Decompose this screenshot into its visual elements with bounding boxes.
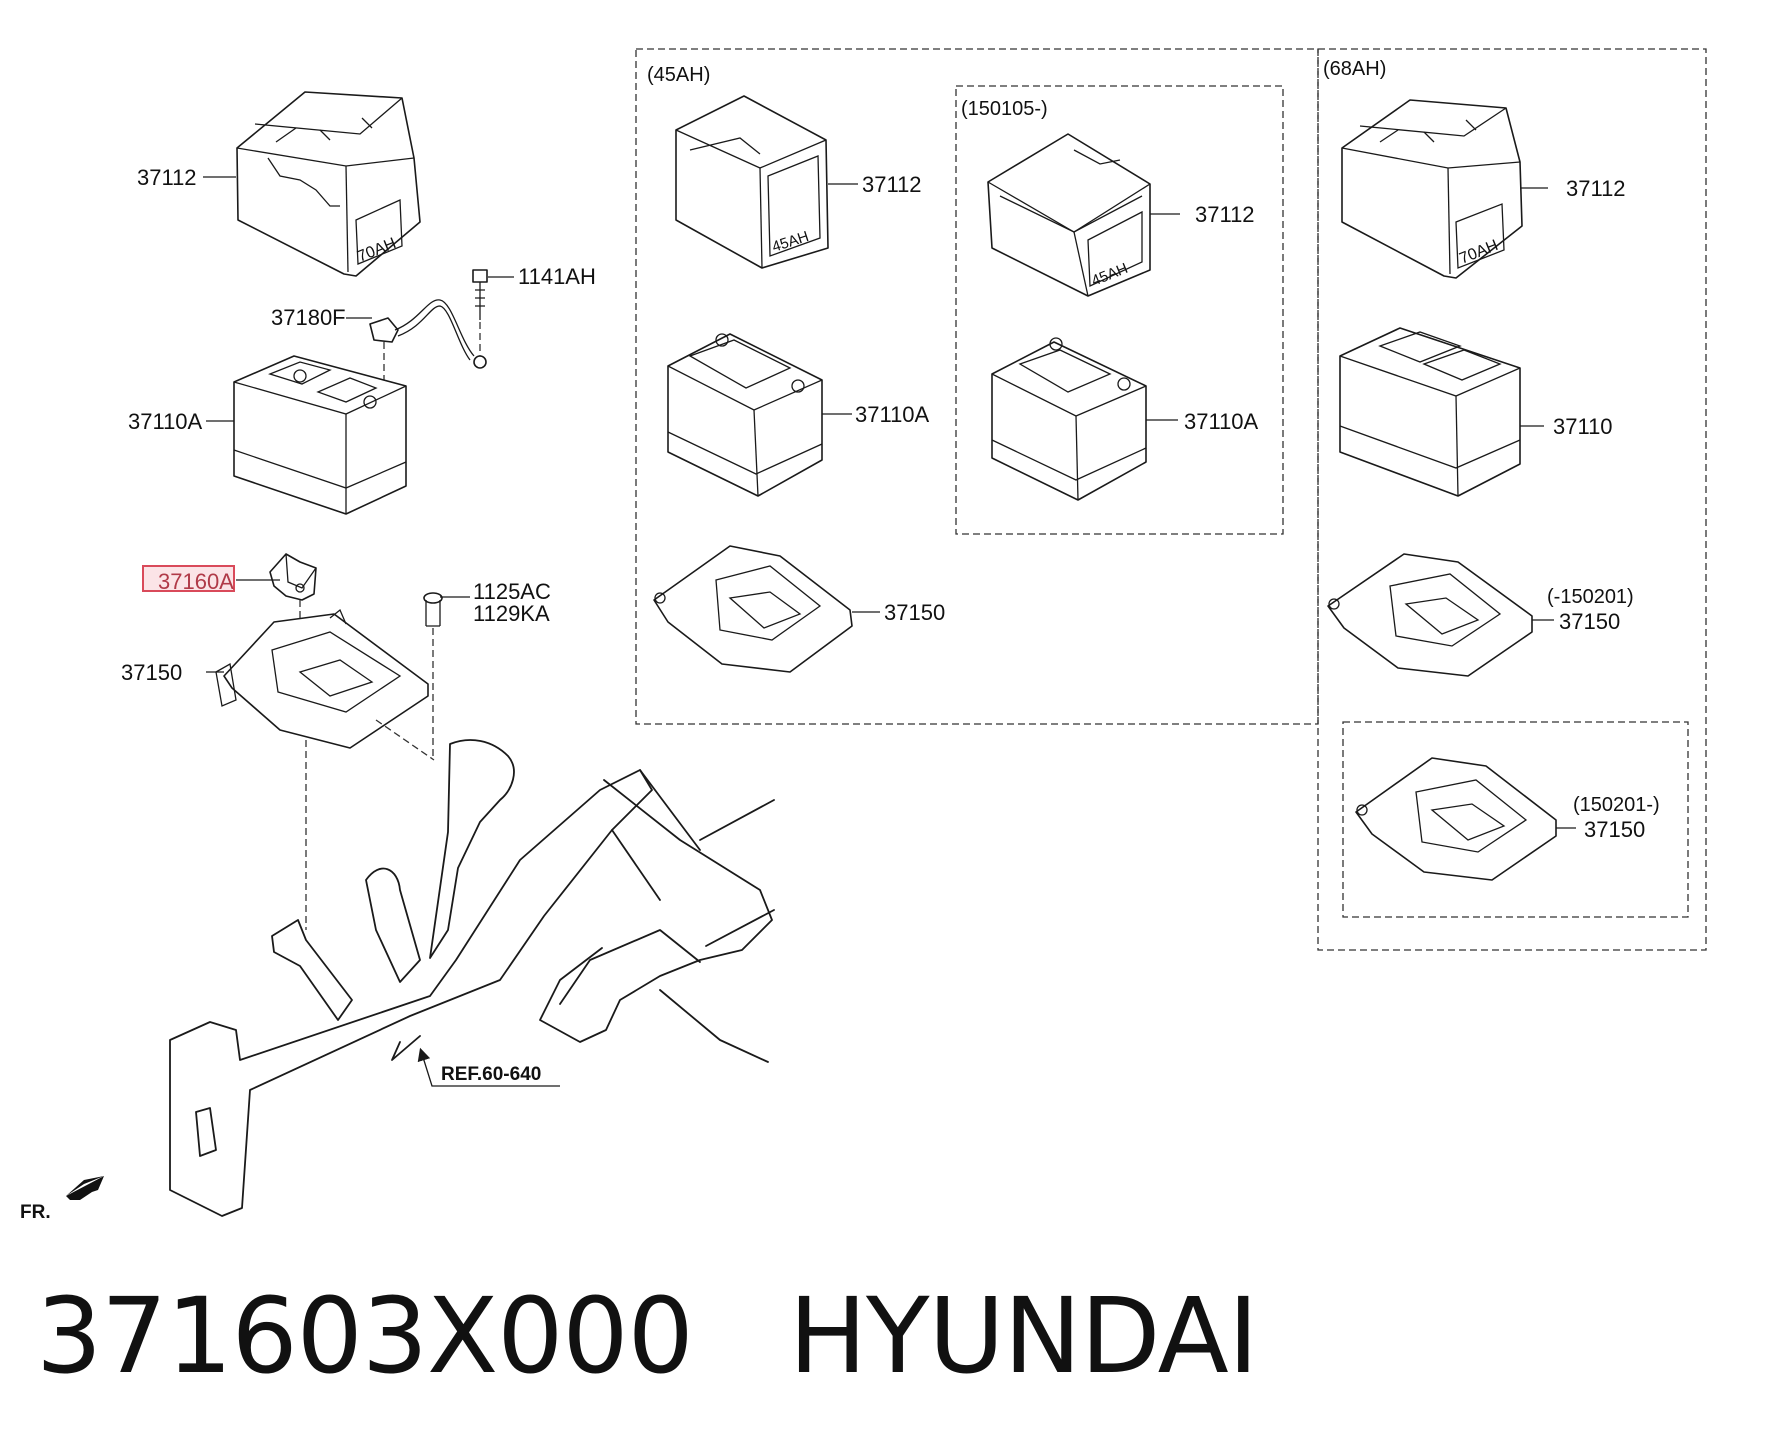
callout-tray-main: 37150 [121,660,182,685]
callout-bolt-1125ac: 1125AC [473,579,551,604]
callout-cover-68ah: 37112 [1566,176,1626,201]
caption-tray-68ah-b-date: (150201-) [1573,794,1660,816]
callout-battery-main: 37110A [128,409,203,434]
callout-cable-37180f: 37180F [271,305,346,330]
callout-cover-45ah-b: 37112 [1195,202,1255,227]
callout-labels: 37112 1141AH 37180F 37110A 37160A 1125AC… [20,58,1660,1223]
bolt-1125ac [423,592,443,760]
battery-cover-70ah: 70AH [236,91,421,277]
battery-cover-45ah-a: 45AH [675,95,829,269]
callout-tray-68ah-b: 37150 [1584,817,1645,842]
battery-tray-37150-45ah [653,545,853,673]
reference-arrow-icon [417,1047,560,1087]
battery-37110a-main [233,355,407,515]
battery-tray-37150-68ah-a [1327,553,1533,677]
front-marker-label: FR. [20,1202,51,1223]
callout-battery-68ah: 37110 [1553,414,1613,439]
frame-150105 [955,85,1284,535]
battery-tray-37150-main [215,608,435,930]
caption-150105: (150105-) [961,98,1048,120]
callout-cover-45ah: 37112 [862,172,922,197]
frame-150201 [1342,721,1689,918]
frame-68ah [1317,48,1707,951]
battery-tray-37150-68ah-b [1355,757,1557,881]
group-frames [635,48,1707,951]
battery-37110a-45ah-b [991,337,1147,501]
highlight-box-37160a [142,565,235,592]
bolt-1141ah [472,269,488,320]
callout-bolt-1129ka: 1129KA [473,601,550,626]
front-arrow-icon [66,1176,104,1200]
callout-cover-main: 37112 [137,165,197,190]
caption-tray-68ah-a-date: (-150201) [1547,586,1634,608]
callout-tray-45ah: 37150 [884,600,945,625]
callout-tray-68ah-a: 37150 [1559,609,1620,634]
reference-label: REF.60-640 [441,1064,541,1085]
battery-cover-45ah-b: 45AH [987,133,1151,297]
battery-37110-68ah [1339,327,1521,497]
callout-battery-45ah-b: 37110A [1184,409,1259,434]
part-number: 371603X000 [36,1275,694,1397]
callout-battery-45ah: 37110A [855,402,930,427]
callout-bracket-37160a: 37160A [158,569,234,594]
battery-37110a-45ah-a [667,333,823,497]
caption-68ah: (68AH) [1323,58,1386,80]
caption-45ah: (45AH) [647,64,710,86]
leader-lines [203,176,1576,829]
chassis-frame [169,739,775,1217]
brand-name: HYUNDAI [788,1275,1259,1397]
callout-bolt-1141ah: 1141AH [518,264,596,289]
battery-cover-68ah: 70AH [1341,99,1523,279]
footer-caption: 371603X000 HYUNDAI [36,1275,1259,1415]
